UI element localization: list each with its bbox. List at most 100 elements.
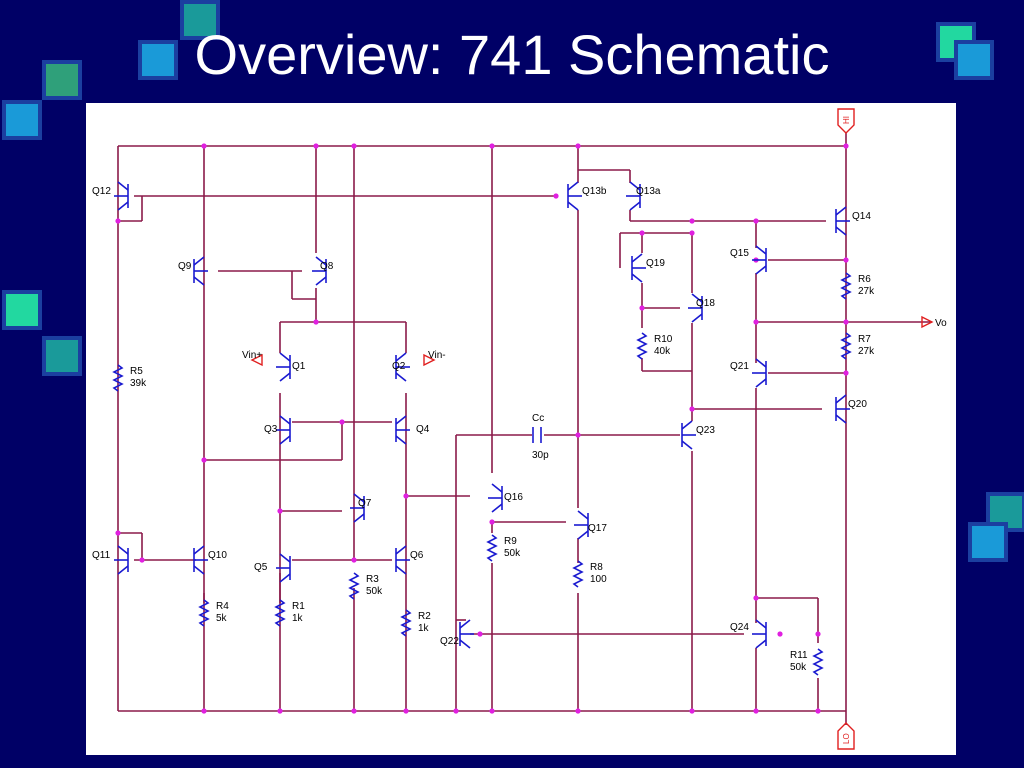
resistor-value: 50k: [366, 586, 383, 597]
resistor-value: 39k: [130, 378, 147, 389]
transistor-label: Q6: [410, 550, 424, 561]
npn-transistor-icon: Q7: [350, 493, 372, 523]
npn-transistor-icon: Q22: [440, 619, 474, 649]
npn-transistor-icon: Q19: [631, 253, 665, 283]
node-dot: [753, 595, 759, 601]
node-dot: [575, 432, 581, 438]
node-dot: [753, 708, 759, 714]
pnp-transistor-icon: Q8: [312, 256, 334, 286]
resistor-value: 50k: [504, 548, 521, 559]
capacitor-icon: [532, 427, 542, 443]
transistor-label: Q15: [730, 248, 749, 259]
npn-transistor-icon: Q1: [276, 352, 306, 382]
resistor-value: 5k: [216, 613, 228, 624]
node-dot: [115, 218, 121, 224]
resistor-label: R5: [130, 366, 143, 377]
node-dot: [351, 557, 357, 563]
resistor-label: R1: [292, 601, 305, 612]
pnp-transistor-icon: Q9: [178, 256, 208, 286]
node-dot: [689, 708, 695, 714]
transistor-label: Q12: [92, 186, 111, 197]
node-dot: [777, 631, 783, 637]
transistor-label: Q8: [320, 261, 334, 272]
pnp-transistor-icon: Q3: [264, 415, 291, 445]
npn-transistor-icon: Q20: [835, 394, 867, 424]
decorative-square-icon: [42, 336, 82, 376]
node-dot: [313, 319, 319, 325]
decorative-square-icon: [2, 100, 42, 140]
transistor-label: Q1: [292, 361, 306, 372]
resistor-value: 1k: [418, 623, 430, 634]
node-dot: [815, 631, 821, 637]
node-dot: [201, 457, 207, 463]
capacitor-label: Cc: [532, 413, 544, 424]
node-dot: [489, 519, 495, 525]
transistor-label: Q13b: [582, 186, 607, 197]
npn-transistor-icon: Q21: [730, 358, 767, 388]
node-dot: [115, 530, 121, 536]
node-dot: [313, 143, 319, 149]
node-dot: [201, 143, 207, 149]
npn-transistor-icon: Q5: [254, 553, 291, 583]
npn-transistor-icon: Q16: [488, 483, 523, 513]
resistor-label: R11: [790, 650, 808, 661]
port-vin-plus-label: Vin+: [242, 350, 262, 361]
port-lo-label: LO: [842, 733, 851, 744]
page-title: Overview: 741 Schematic: [194, 23, 830, 86]
transistor-label: Q21: [730, 361, 749, 372]
transistor-label: Q9: [178, 261, 192, 272]
npn-transistor-icon: Q6: [395, 545, 424, 575]
node-dot: [489, 143, 495, 149]
npn-transistor-icon: Q11: [92, 545, 129, 575]
resistor-value: 27k: [858, 286, 875, 297]
resistor-label: R6: [858, 274, 871, 285]
transistor-label: Q23: [696, 425, 715, 436]
capacitor-value: 30p: [532, 450, 549, 461]
resistor-value: 50k: [790, 662, 807, 673]
resistor-value: 100: [590, 574, 607, 585]
transistor-label: Q4: [416, 424, 430, 435]
node-dot: [843, 370, 849, 376]
resistor-label: R8: [590, 562, 603, 573]
node-dot: [403, 493, 409, 499]
node-dot: [689, 406, 695, 412]
npn-transistor-icon: Q23: [681, 420, 715, 450]
node-dot: [277, 508, 283, 514]
transistor-label: Q16: [504, 492, 523, 503]
decorative-square-icon: [180, 0, 220, 40]
transistor-label: Q24: [730, 622, 749, 633]
transistor-label: Q2: [392, 361, 406, 372]
node-dot: [753, 319, 759, 325]
npn-transistor-icon: Q17: [574, 510, 607, 540]
node-dot: [339, 419, 345, 425]
transistor-label: Q14: [852, 211, 871, 222]
node-dot: [139, 557, 145, 563]
port-vo-label: Vo: [935, 318, 947, 329]
node-dot: [575, 143, 581, 149]
resistor-label: R9: [504, 536, 517, 547]
npn-transistor-icon: Q2: [392, 352, 410, 382]
resistor-value: 1k: [292, 613, 304, 624]
npn-transistor-icon: Q24: [730, 619, 767, 649]
npn-transistor-icon: Q18: [688, 293, 715, 323]
node-dot: [689, 230, 695, 236]
resistor-value: 27k: [858, 346, 875, 357]
node-dot: [489, 708, 495, 714]
node-dot: [277, 708, 283, 714]
transistor-label: Q17: [588, 523, 607, 534]
node-dot: [843, 257, 849, 263]
node-dot: [553, 193, 559, 199]
port-icon: [250, 108, 934, 750]
port-vin-minus-label: Vin-: [428, 350, 446, 361]
node-dot: [351, 143, 357, 149]
node-dot: [477, 631, 483, 637]
